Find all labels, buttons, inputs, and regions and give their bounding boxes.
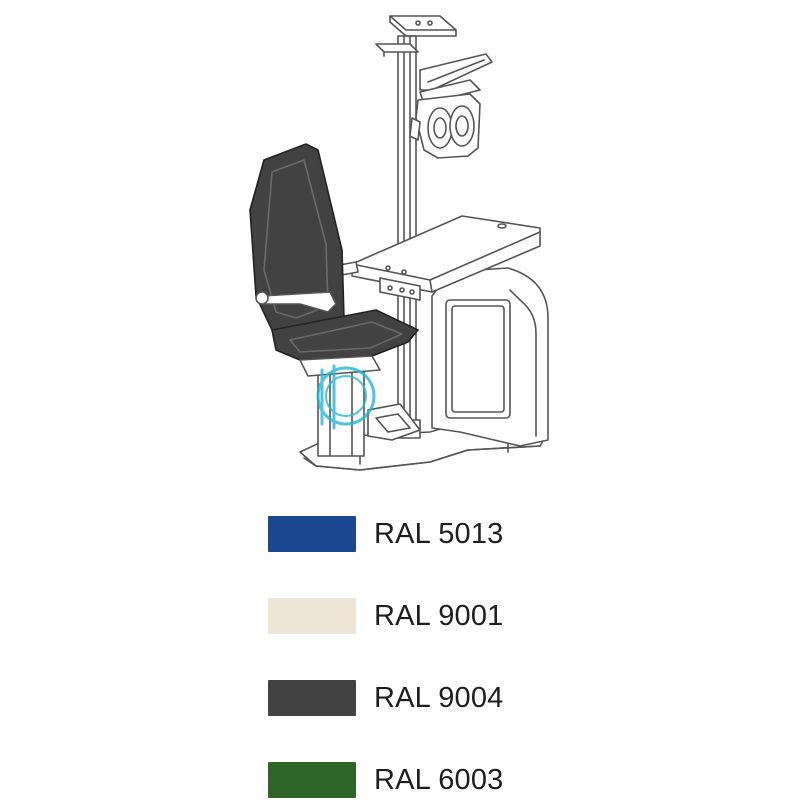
watermark-logo	[316, 364, 376, 430]
instrument-table	[351, 215, 541, 301]
swatch-row-1: RAL 5013	[268, 515, 504, 553]
swatch-label-1: RAL 5013	[374, 517, 504, 550]
swatch-label-4: RAL 6003	[374, 763, 504, 796]
ophthalmic-unit-illustration	[249, 15, 549, 471]
color-swatch-3	[268, 680, 356, 716]
swatch-label-2: RAL 9001	[374, 599, 504, 632]
swatch-row-4: RAL 6003	[268, 761, 504, 799]
swatch-row-3: RAL 9004	[268, 679, 504, 717]
swatch-row-2: RAL 9001	[268, 597, 504, 635]
cabinet	[431, 267, 549, 447]
column-head	[375, 15, 457, 57]
swatch-label-3: RAL 9004	[374, 681, 504, 714]
color-swatch-4	[268, 762, 356, 798]
color-swatch-1	[268, 516, 356, 552]
color-swatch-2	[268, 598, 356, 634]
patient-chair	[249, 143, 419, 377]
phoropter	[409, 93, 481, 159]
